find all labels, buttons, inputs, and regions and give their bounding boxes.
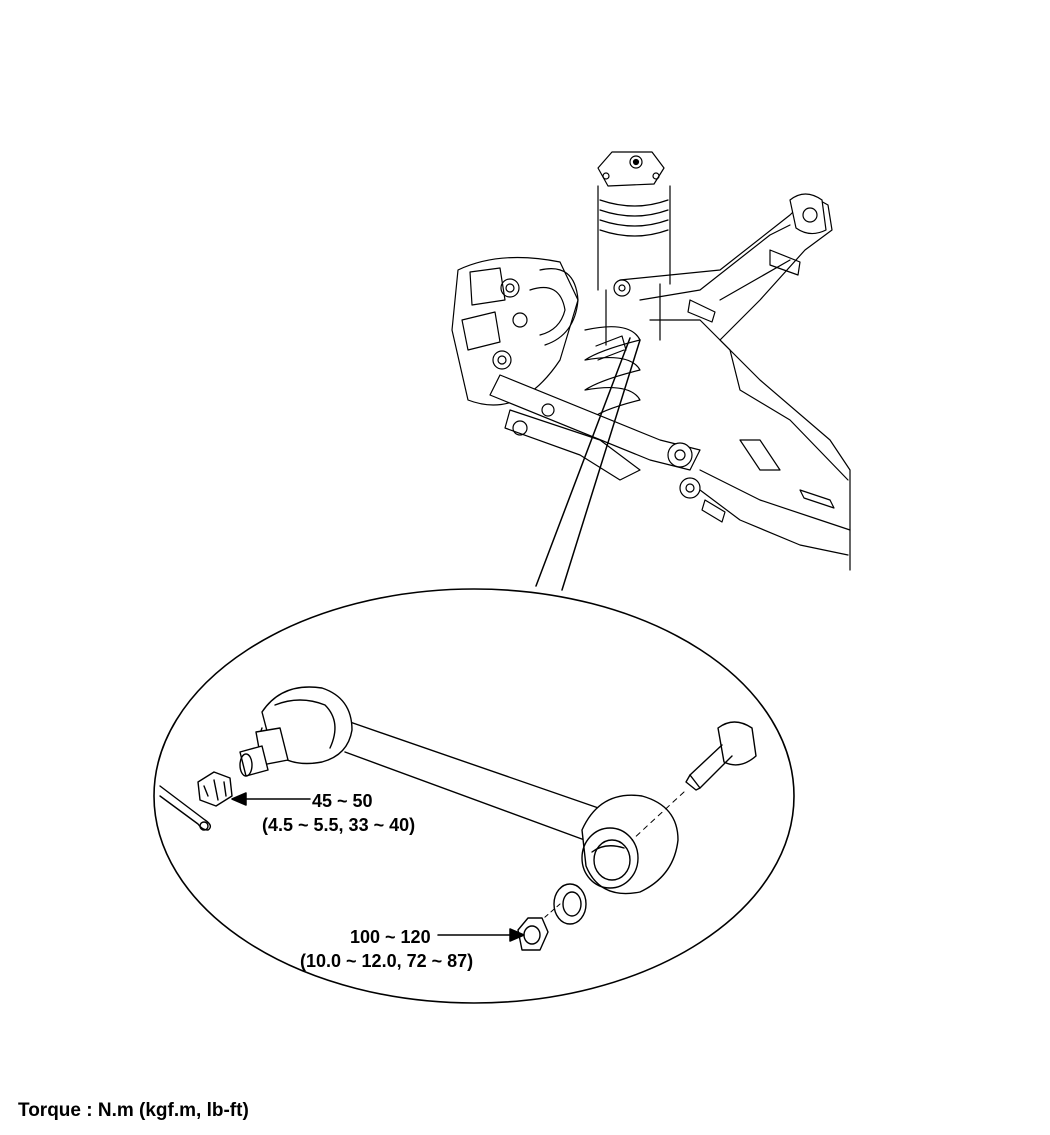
suspension-assembly-overview (451, 151, 851, 571)
torque-value-flange-nut-alt: (10.0 ~ 12.0, 72 ~ 87) (300, 951, 474, 971)
torque-value-castle-nut-nm: 45 ~ 50 (312, 791, 373, 811)
castle-nut (197, 771, 233, 807)
torque-unit-note: Torque : N.m (kgf.m, lb-ft) (18, 1100, 249, 1121)
torque-value-castle-nut-alt: (4.5 ~ 5.5, 33 ~ 40) (262, 815, 416, 835)
torque-value-flange-nut-nm: 100 ~ 120 (350, 927, 431, 947)
torque-callout-arrow-1 (231, 792, 311, 806)
detail-view-ellipse (153, 588, 795, 1004)
detail-leader-lines (535, 337, 641, 591)
assist-arm (159, 686, 757, 951)
torque-callout-arrow-2 (437, 928, 525, 942)
